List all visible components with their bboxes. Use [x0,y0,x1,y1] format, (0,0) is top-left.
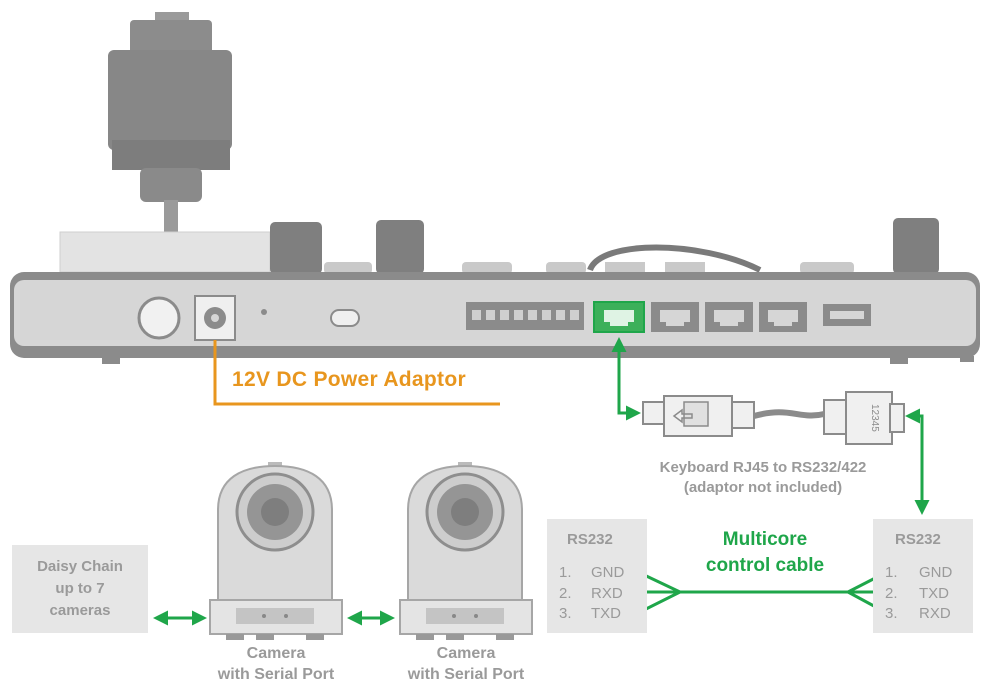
knob-1[interactable] [270,222,322,274]
multicore-cable-label: Multicore control cable [680,527,850,579]
ptz-camera-2 [399,462,533,640]
power-adaptor-label: 12V DC Power Adaptor [232,368,466,391]
power-line [213,340,500,406]
adaptor-caption-line-1: Keyboard RJ45 to RS232/422 [659,459,867,476]
knob-3[interactable] [893,218,939,274]
terminal-block [466,302,584,330]
daisy-chain-line-3: cameras [49,602,111,619]
ptz-camera-1 [209,462,343,640]
rs232-right-pin2-name: TXD [919,585,949,602]
camera-2-caption-line-2: with Serial Port [407,666,525,683]
rs232-right-title: RS232 [895,531,941,548]
rs232-left-pin2-name: RXD [591,585,623,602]
rs232-right-pin1-num: 1. [885,564,898,581]
daisy-chain-box: Daisy Chain up to 7 cameras [12,545,148,633]
rs232-left-pin2-num: 2. [559,585,572,602]
rs232-right-pin1-name: GND [919,564,953,581]
rs232-box-left: RS232 1. GND 2. RXD 3. TXD [547,519,647,633]
rj45-rs232-adaptor [642,391,905,445]
rj45-port-keyboard[interactable] [593,301,645,333]
rs232-right-pin3-name: RXD [919,605,951,622]
ptz-controller-keyboard [10,12,980,364]
daisy-chain-line-1: Daisy Chain [37,558,123,575]
camera-1-caption-line-1: Camera [246,645,306,662]
rj45-port-4[interactable] [759,302,807,332]
rs232-left-pin3-num: 3. [559,605,572,622]
adaptor-pin-label: 12345 [869,404,880,432]
camera-1-caption: Camera with Serial Port [196,643,356,685]
power-button[interactable] [137,296,181,340]
rs232-right-pin3-num: 3. [885,605,898,622]
knob-2[interactable] [376,220,424,274]
adaptor-caption-line-2: (adaptor not included) [683,479,843,496]
adaptor-caption: Keyboard RJ45 to RS232/422 (adaptor not … [628,458,898,498]
joystick [108,12,232,232]
daisy-chain-line-2: up to 7 [55,580,105,597]
rs232-box-right: RS232 1. GND 2. TXD 3. RXD [873,519,973,633]
camera-1-caption-line-2: with Serial Port [217,666,335,683]
rs232-left-title: RS232 [567,531,613,548]
rs232-left-pin3-name: TXD [591,605,621,622]
rs232-left-pin1-num: 1. [559,564,572,581]
rs232-left-pin1-name: GND [591,564,625,581]
rj45-port-3[interactable] [705,302,753,332]
multicore-cable-line-2: control cable [705,555,825,576]
camera-2-caption-line-1: Camera [436,645,496,662]
rs232-right-pin2-num: 2. [885,585,898,602]
rj45-port-2[interactable] [651,302,699,332]
camera-2-caption: Camera with Serial Port [386,643,546,685]
multicore-cable-line-1: Multicore [722,529,808,550]
